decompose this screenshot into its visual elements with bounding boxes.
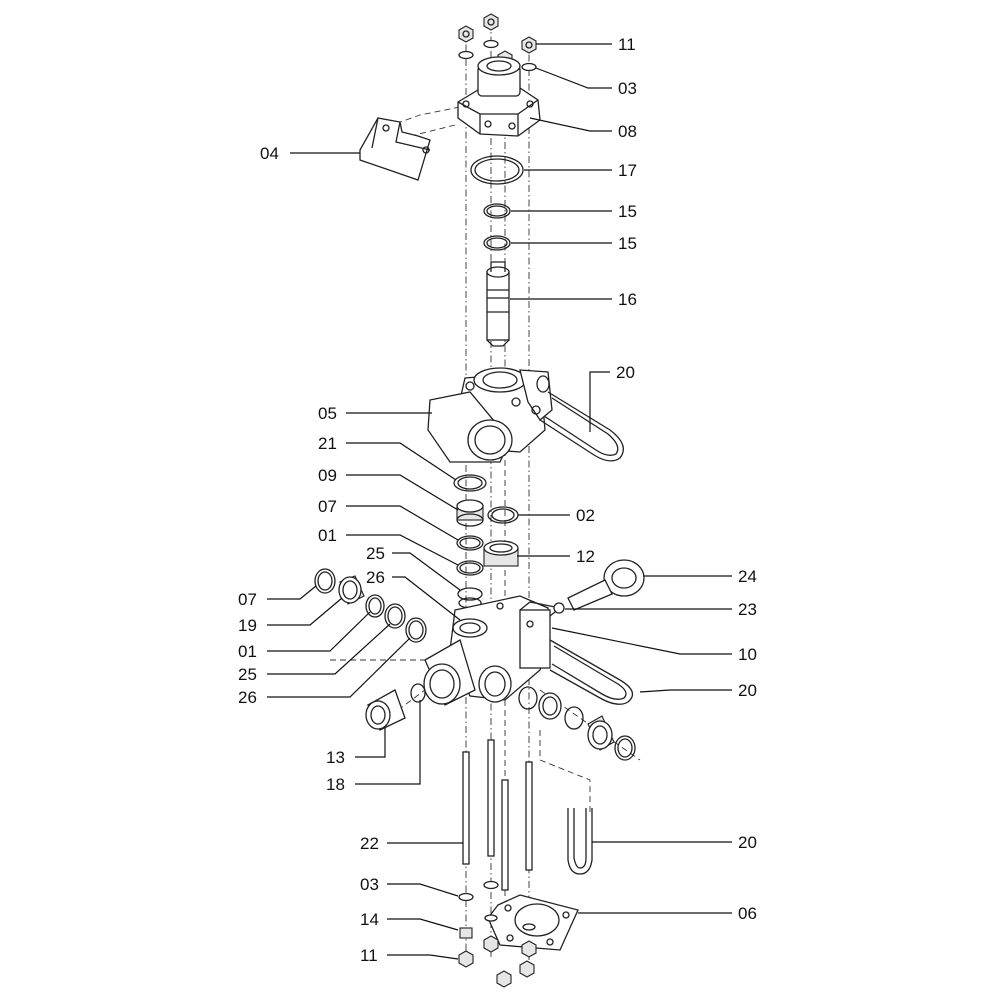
callout-21: 21	[318, 434, 337, 453]
washer-top-3	[521, 62, 537, 72]
lever-handle-part	[553, 559, 645, 614]
u-clip-lower	[567, 808, 593, 875]
callout-12: 12	[576, 547, 595, 566]
callout-01-a: 01	[318, 526, 337, 545]
callout-16: 16	[618, 290, 637, 309]
valve-body-lower-part	[423, 595, 562, 706]
callout-20-c: 20	[738, 833, 757, 852]
callout-01-b: 01	[238, 642, 257, 661]
callout-03-bottom: 03	[360, 875, 379, 894]
right-port-parts	[518, 686, 636, 761]
callout-25-b: 25	[238, 665, 257, 684]
callout-14: 14	[360, 910, 379, 929]
callout-03-top: 03	[618, 79, 637, 98]
callout-09: 09	[318, 466, 337, 485]
callout-20-a: 20	[616, 363, 635, 382]
callout-26-b: 26	[238, 688, 257, 707]
callout-04: 04	[260, 144, 279, 163]
cover-plate-part	[457, 56, 541, 137]
u-clip-middle	[549, 639, 634, 705]
callout-10: 10	[738, 645, 757, 664]
callout-23: 23	[738, 600, 757, 619]
callout-26-a: 26	[366, 568, 385, 587]
leader-lines	[267, 43, 732, 960]
callout-18: 18	[326, 775, 345, 794]
callout-19: 19	[238, 616, 257, 635]
orings-upper	[470, 155, 524, 251]
callout-13: 13	[326, 748, 345, 767]
valve-body-upper-part	[427, 367, 553, 463]
callout-07-b: 07	[238, 590, 257, 609]
left-port-parts	[314, 568, 427, 731]
bracket-part	[359, 117, 431, 181]
washer-top-2	[458, 50, 474, 60]
callout-05: 05	[318, 404, 337, 423]
callout-labels: 11 03 08 04 17 15 15 16 20 05 21 09 07 0…	[238, 35, 757, 965]
callout-24: 24	[738, 567, 757, 586]
callout-20-b: 20	[738, 681, 757, 700]
seal-stack	[453, 474, 519, 609]
callout-17: 17	[618, 161, 637, 180]
callout-02: 02	[576, 506, 595, 525]
callout-11-top: 11	[618, 35, 636, 54]
valve-stem-part	[486, 261, 510, 347]
callout-15-a: 15	[618, 202, 637, 221]
nut-hex-top-2	[458, 25, 474, 43]
callout-25-a: 25	[366, 544, 385, 563]
callout-22: 22	[360, 834, 379, 853]
nut-hex-top-1	[483, 13, 499, 31]
washer-top-1	[483, 39, 499, 49]
callout-15-b: 15	[618, 234, 637, 253]
gasket-part	[487, 894, 579, 951]
tie-rods	[462, 739, 533, 891]
callout-08: 08	[618, 122, 637, 141]
u-clip-upper	[539, 391, 624, 462]
callout-07-a: 07	[318, 497, 337, 516]
bottom-nuts	[458, 880, 537, 988]
callout-11-bottom: 11	[360, 946, 378, 965]
callout-06: 06	[738, 904, 757, 923]
nut-hex-top-3	[521, 36, 537, 54]
